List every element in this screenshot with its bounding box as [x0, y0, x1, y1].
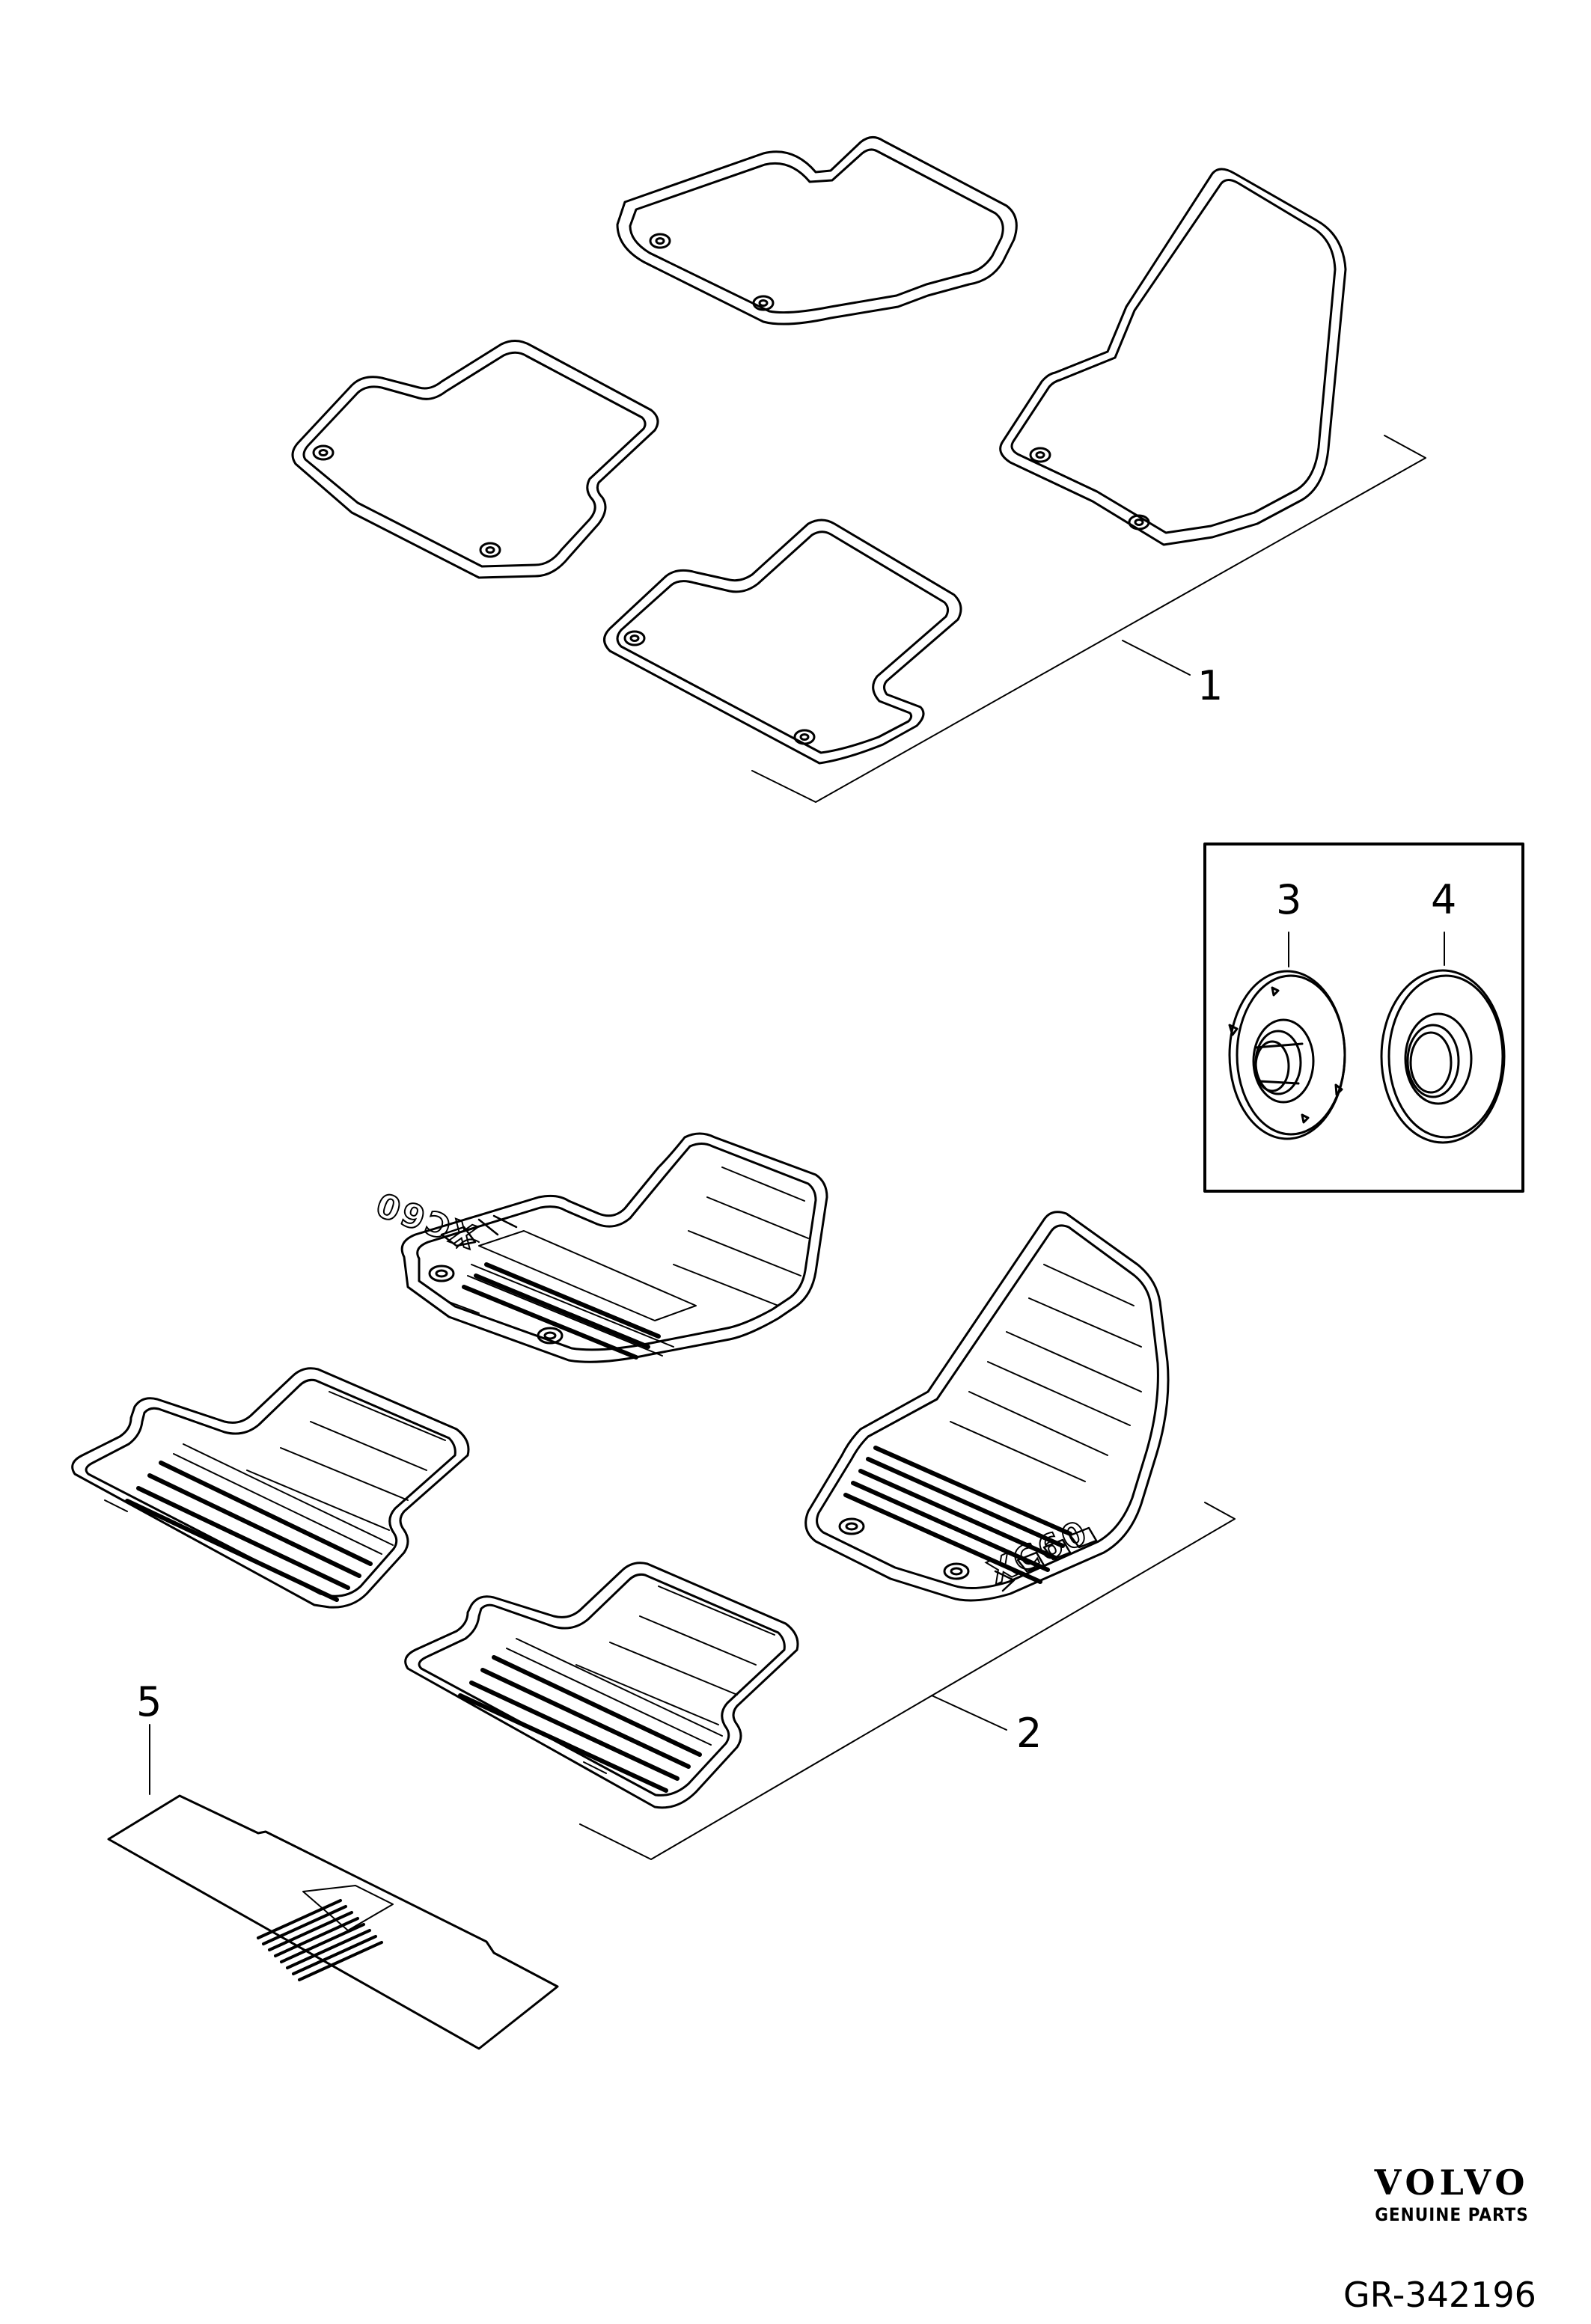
textile-mat-rear-right	[603, 519, 962, 765]
rubber-mat-front-left	[400, 1132, 828, 1363]
callout-4: 4	[1431, 876, 1457, 923]
textile-mat-set	[291, 136, 1426, 803]
rubber-mat-front-right	[804, 1211, 1170, 1602]
textile-mat-front-right	[999, 168, 1347, 546]
brand-tagline: GENUINE PARTS	[1375, 2204, 1529, 2225]
inset-frame	[1203, 843, 1524, 1193]
retainer-clip-3	[1228, 970, 1346, 1140]
bracket-group-1	[751, 435, 1426, 803]
callout-5: 5	[136, 1678, 162, 1725]
diagram-reference-number: GR-342196	[1343, 2275, 1536, 2315]
brand-wordmark: VOLVO	[1374, 2162, 1530, 2203]
rubber-mat-set	[71, 1132, 1236, 1860]
callout-1: 1	[1197, 662, 1224, 709]
callout-3: 3	[1276, 876, 1302, 923]
leader-line-1	[1122, 640, 1191, 676]
retainer-clip-4	[1380, 969, 1506, 1144]
rubber-mat-rear-right	[404, 1562, 799, 1809]
callout-2: 2	[1016, 1710, 1042, 1757]
volvo-genuine-parts-logo: VOLVO GENUINE PARTS	[1340, 2162, 1564, 2225]
textile-mat-front-left	[616, 136, 1018, 325]
tunnel-mat-5	[107, 1724, 559, 2050]
textile-mat-rear-left	[291, 340, 659, 579]
bracket-group-2	[579, 1502, 1236, 1860]
leader-line-2	[931, 1695, 1007, 1731]
rubber-mat-rear-left	[71, 1367, 470, 1609]
retainer-inset	[1203, 843, 1524, 1193]
